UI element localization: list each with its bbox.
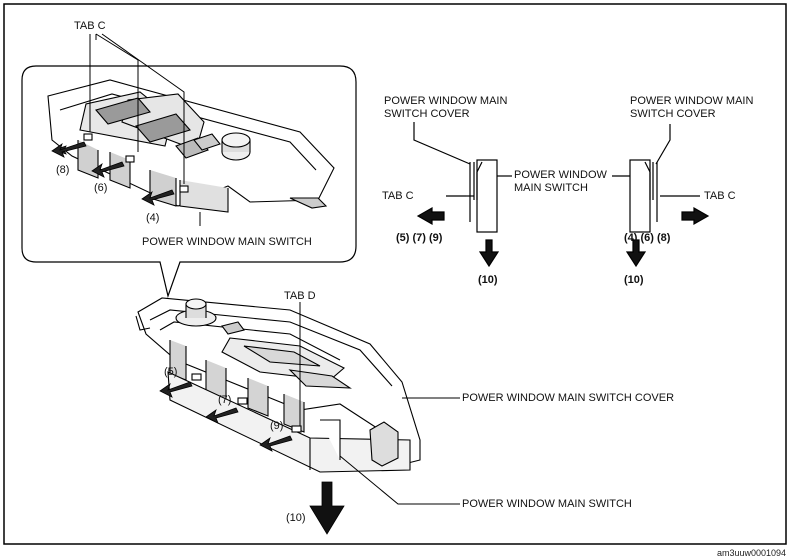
step-7-label: (7) <box>218 394 232 406</box>
left-tab-c-label: TAB C <box>382 190 414 202</box>
right-cover-label: POWER WINDOW MAIN SWITCH COVER <box>630 95 754 120</box>
step-4-label: (4) <box>146 212 160 224</box>
main-leaders <box>299 302 460 505</box>
section-left <box>413 122 512 268</box>
main-down-step: (10) <box>286 512 306 524</box>
step-5-label: (5) <box>164 366 178 378</box>
left-cover-label: POWER WINDOW MAIN SWITCH COVER <box>384 95 508 120</box>
detail-arrows <box>51 141 175 206</box>
main-switch-label: POWER WINDOW MAIN SWITCH <box>462 498 632 510</box>
section-right <box>612 124 710 268</box>
right-tab-c-label: TAB C <box>704 190 736 202</box>
left-side-steps: (5) (7) (9) <box>396 232 443 244</box>
step-9-label: (9) <box>270 420 284 432</box>
step-8-label: (8) <box>56 164 70 176</box>
right-side-steps: (4) (6) (8) <box>624 232 671 244</box>
detail-switch-label: POWER WINDOW MAIN SWITCH <box>142 236 312 248</box>
main-cover-label: POWER WINDOW MAIN SWITCH COVER <box>462 392 675 404</box>
outer-border <box>3 3 787 545</box>
right-down-step: (10) <box>624 274 644 286</box>
left-down-step: (10) <box>478 274 498 286</box>
tab-c-label-detail: TAB C <box>74 20 106 32</box>
tab-d-label: TAB D <box>284 290 316 302</box>
left-switch-label: POWER WINDOW MAIN SWITCH <box>514 169 607 194</box>
main-switch-cover <box>135 297 421 473</box>
step-6-label: (6) <box>94 182 108 194</box>
main-arrows <box>159 381 345 535</box>
figure-code: am3uuw0001094 <box>716 548 786 558</box>
tab-c-leaders <box>89 33 185 184</box>
